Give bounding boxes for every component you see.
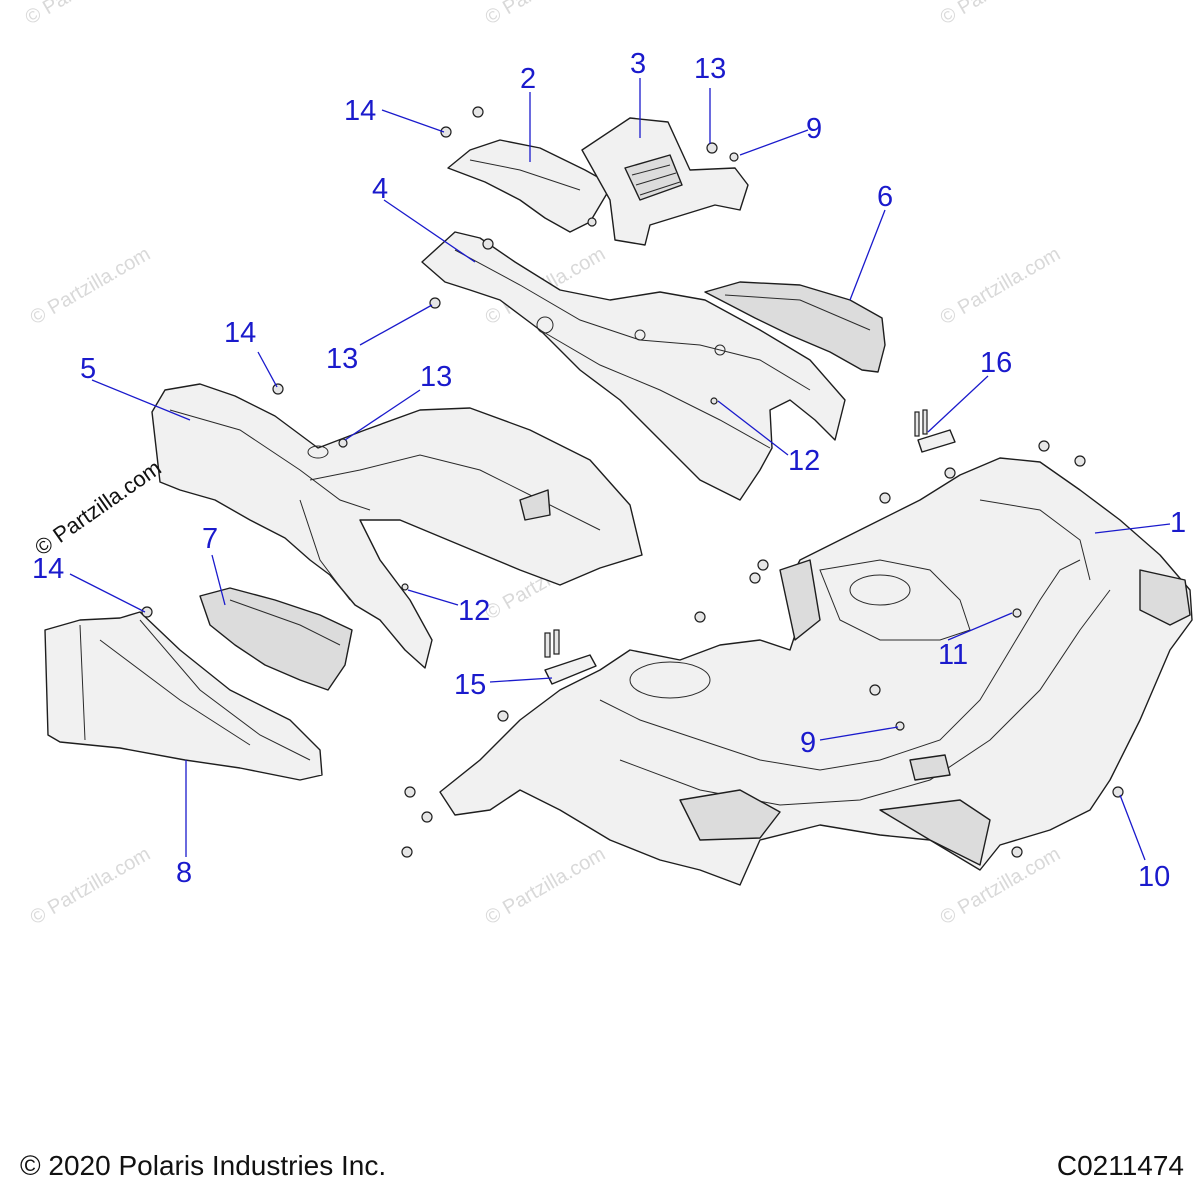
callout-13-middle: 13	[326, 343, 358, 375]
callout-6: 6	[877, 181, 893, 213]
callout-13-top: 13	[694, 53, 726, 85]
watermark: © Partzilla.com	[937, 0, 1065, 29]
fasteners	[141, 106, 1124, 858]
callout-14-lower: 14	[32, 553, 64, 585]
part-3-console	[581, 117, 749, 246]
callout-11: 11	[938, 639, 968, 671]
callout-14-top: 14	[344, 95, 376, 127]
callout-1: 1	[1170, 507, 1186, 539]
watermark: © Partzilla.com	[27, 843, 155, 929]
callout-15: 15	[454, 669, 486, 701]
callout-14-middle: 14	[224, 317, 256, 349]
watermark: © Partzilla.com	[482, 0, 610, 29]
leader-lines	[69, 78, 1171, 861]
part-6-side-panel	[704, 281, 886, 373]
callouts: 1 2 3 4 5 6 7 8 9 9 10 11 12 12 13 13 13…	[32, 48, 1186, 893]
watermark: © Partzilla.com	[482, 843, 610, 929]
watermark: © Partzilla.com	[937, 243, 1065, 329]
callout-12-upper: 12	[788, 445, 820, 477]
callout-10: 10	[1138, 861, 1170, 893]
part-16-latch	[914, 409, 956, 453]
watermark: © Partzilla.com	[27, 243, 155, 329]
callout-7: 7	[202, 523, 218, 555]
callout-16: 16	[980, 347, 1012, 379]
callout-9-lower: 9	[800, 727, 816, 759]
callout-9-upper: 9	[806, 113, 822, 145]
drawing-number: C0211474	[1056, 1150, 1184, 1181]
part-1-front-body	[439, 457, 1193, 886]
callout-4: 4	[372, 173, 388, 205]
callout-13-left: 13	[420, 361, 452, 393]
part-8-footwell-guard	[44, 611, 323, 781]
callout-5: 5	[80, 353, 96, 385]
watermark: © Partzilla.com	[22, 0, 150, 29]
callout-8: 8	[176, 857, 192, 889]
part-4-center-tunnel	[421, 231, 846, 501]
callout-12-lower: 12	[458, 595, 490, 627]
part-15-latch	[544, 629, 597, 685]
part-7-inner-panel	[199, 587, 353, 691]
callout-3: 3	[630, 48, 646, 80]
copyright-text: © 2020 Polaris Industries Inc.	[20, 1150, 387, 1181]
callout-2: 2	[520, 63, 536, 95]
part-2-cover-panel	[447, 139, 613, 233]
